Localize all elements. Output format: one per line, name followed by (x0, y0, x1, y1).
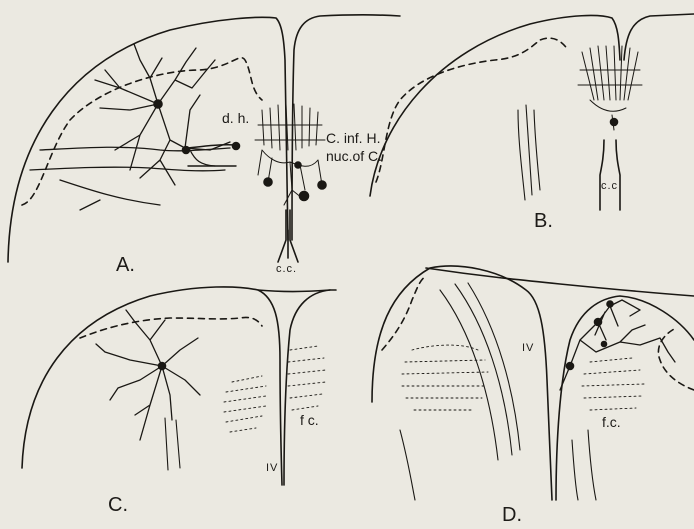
panel-a-nucleus-cell-4 (295, 162, 301, 168)
panel-a-neuron-body-3 (233, 143, 240, 150)
panel-c-dorsal-boundary (80, 317, 262, 338)
panel-b-outline (370, 16, 620, 196)
central-canal-label-a: c.c. (276, 263, 297, 275)
panel-a-nucleus-cell-1 (264, 178, 272, 186)
clarke-column-label: C. inf. H. (326, 130, 380, 146)
panel-c-top-edge (258, 290, 330, 292)
fourth-ventricle-label-d: IV (522, 342, 534, 354)
panel-d-neuron (560, 300, 675, 390)
panel-d-label: D. (502, 504, 522, 527)
panel-c-fibres (165, 418, 180, 470)
panel-c-outline-right (284, 290, 336, 485)
panel-d-nucleus-right (582, 358, 644, 410)
funiculus-cuneatus-label-c: f c. (300, 412, 319, 428)
panel-b-nucleus (578, 46, 642, 130)
panel-d-drawing (372, 266, 694, 500)
panel-b-central-canal (600, 140, 620, 210)
panel-a-outline-right (292, 15, 400, 240)
panel-a-neuron-body (154, 100, 162, 108)
panel-d-neuron-body-4 (602, 342, 607, 347)
panel-b-outline-right (624, 14, 694, 60)
panel-d-neuron-body-3 (567, 363, 574, 370)
panel-a-nucleus-cell-2 (318, 181, 326, 189)
fourth-ventricle-label-c: IV (266, 462, 278, 474)
panel-c-outline (22, 287, 282, 485)
panel-a-outline (8, 17, 288, 262)
panel-b-label: B. (534, 210, 553, 233)
panel-d-outline-left (372, 266, 552, 500)
panel-b-fibres (518, 105, 540, 200)
panel-a-label: A. (116, 254, 135, 277)
panel-c-drawing (22, 287, 336, 485)
panel-a-nucleus-cell-3 (300, 192, 309, 201)
panel-c-neuron-body (159, 363, 166, 370)
panel-d-dorsal-boundary-right (658, 328, 694, 390)
panel-a-central-nucleus (255, 104, 325, 205)
panel-d-nucleus-left (402, 345, 488, 410)
panel-b-drawing (370, 14, 694, 210)
panel-d-neuron-body (607, 301, 613, 307)
nucleus-label: nuc.of C. (326, 148, 382, 164)
panel-c-nucleus-right (288, 346, 326, 410)
panel-a-neuron-dendrites (95, 44, 230, 185)
panel-c-label: C. (108, 494, 128, 517)
panel-d-fibres-right (572, 430, 596, 500)
panel-b-nucleus-cell (611, 119, 618, 126)
panel-d-fibres-left (400, 283, 520, 500)
panel-d-neuron-body-2 (595, 319, 602, 326)
panel-d-outline-right (556, 296, 694, 500)
panel-d-top-edge (426, 268, 694, 296)
panel-a-neuron-body-2 (183, 147, 190, 154)
funiculus-cuneatus-label-d: f.c. (602, 414, 621, 430)
panel-c-neuron (96, 310, 200, 440)
panel-c-nucleus-left (224, 376, 266, 432)
dorsal-horn-label: d. h. (222, 110, 249, 126)
central-canal-label-b: c.c (601, 180, 618, 192)
panel-a-fibres (30, 147, 230, 210)
